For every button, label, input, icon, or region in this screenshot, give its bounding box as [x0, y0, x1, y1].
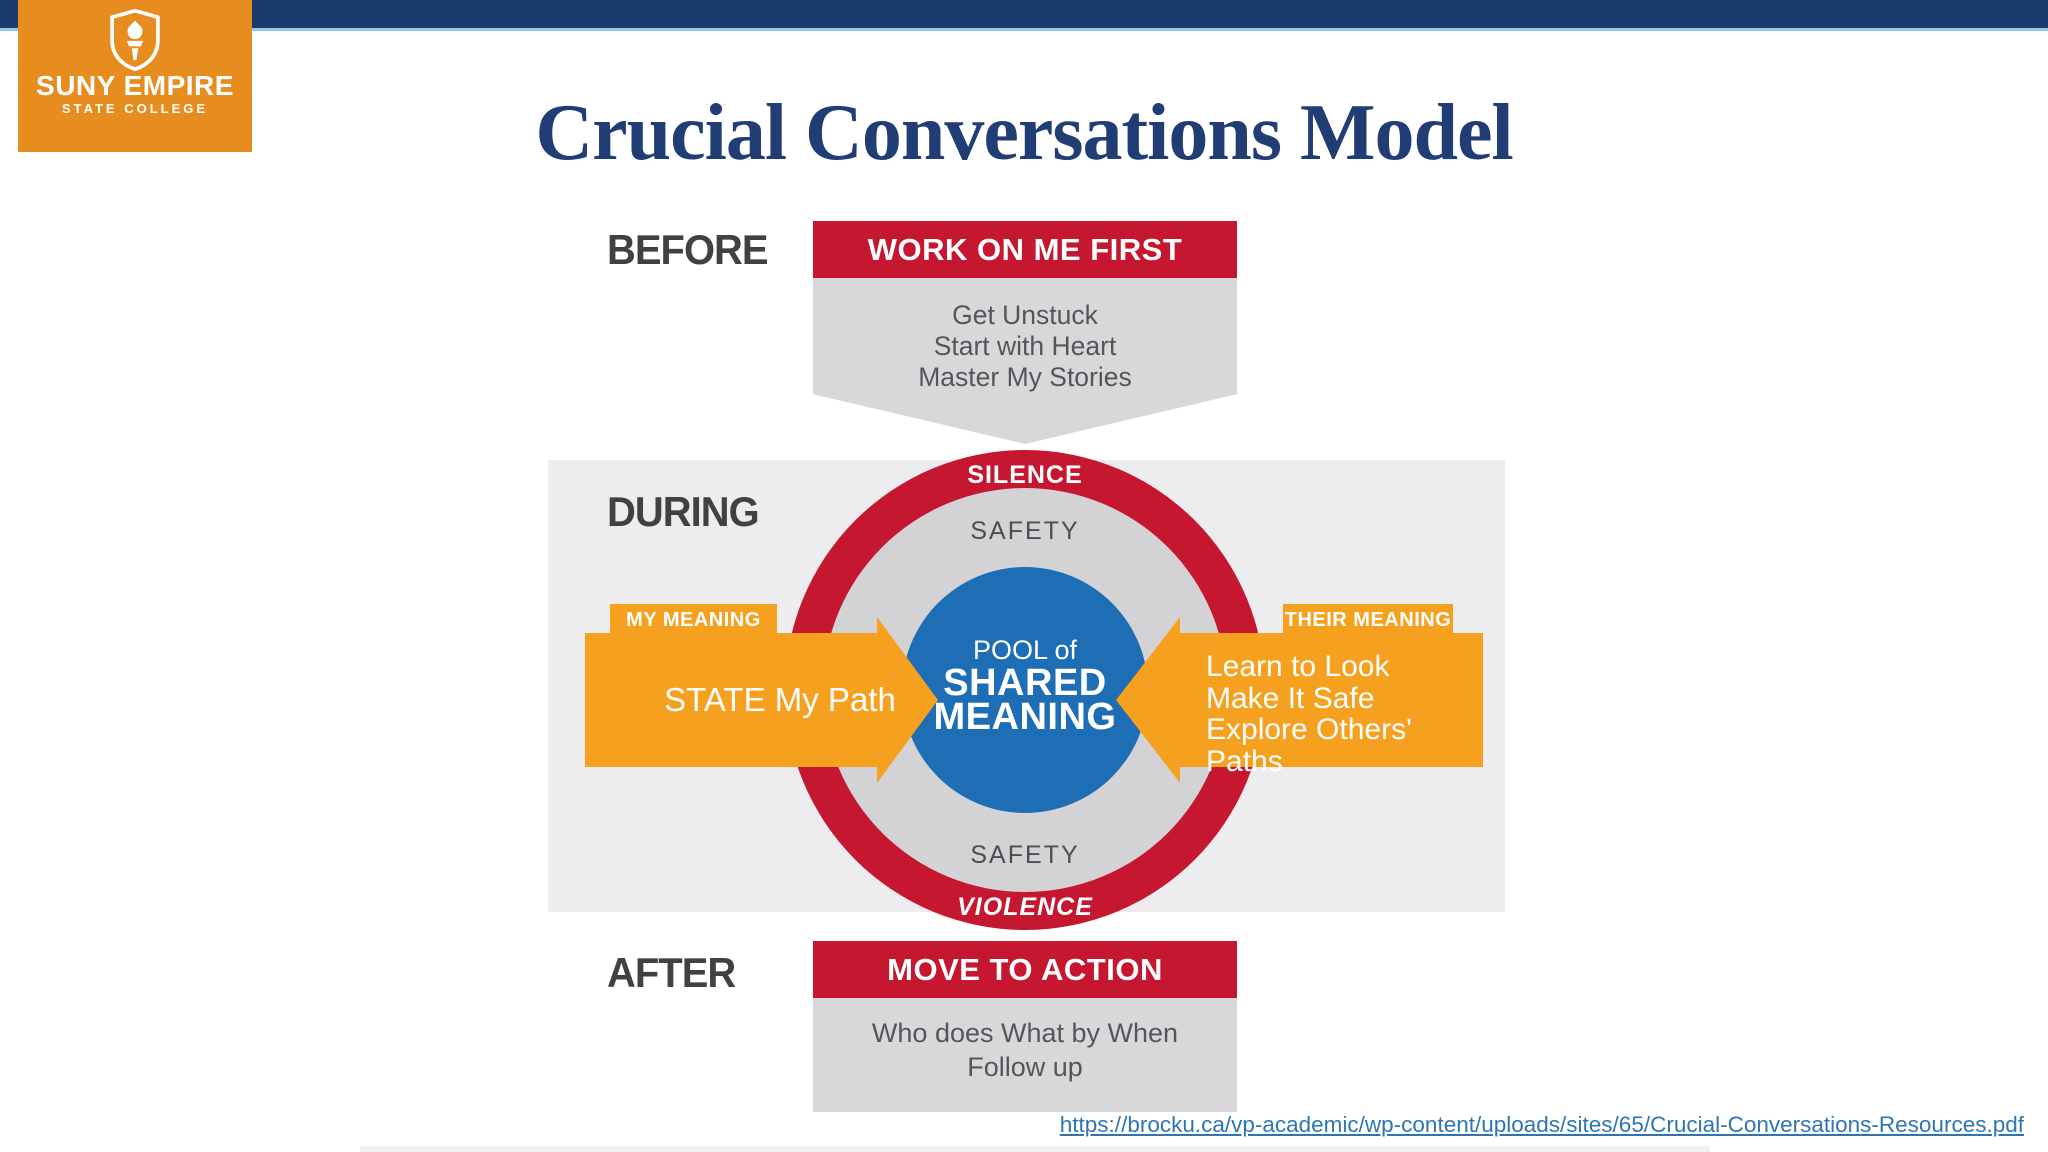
ring-label-silence: SILENCE: [967, 461, 1083, 489]
my-meaning-tab: MY MEANING: [610, 604, 777, 637]
pool-label: POOL of SHARED MEANING: [902, 634, 1148, 738]
pool-label-line: SHARED: [943, 662, 1107, 704]
ring-label-violence: VIOLENCE: [957, 893, 1093, 921]
ring-label-safety-top: SAFETY: [970, 517, 1080, 545]
source-link[interactable]: https://brocku.ca/vp-academic/wp-content…: [1059, 1112, 2024, 1137]
logo-subname: STATE COLLEGE: [61, 101, 209, 116]
right-arrow-step: Make It Safe: [1206, 681, 1375, 715]
right-arrow-body: [1180, 633, 1483, 767]
right-arrow-step: Learn to Look: [1206, 650, 1390, 683]
before-step: Master My Stories: [918, 362, 1132, 392]
phase-label-before: BEFORE: [607, 226, 769, 273]
top-navy-bar: [0, 0, 2048, 28]
bottom-strip: [360, 1146, 1710, 1152]
phase-label-during: DURING: [607, 488, 760, 535]
after-step: Who does What by When: [871, 1018, 1179, 1048]
their-meaning-tab: THEIR MEANING: [1283, 604, 1453, 637]
left-arrow-body: [585, 633, 877, 767]
phase-label-after: AFTER: [607, 949, 736, 996]
after-banner: MOVE TO ACTION: [813, 941, 1237, 998]
pool-of-shared-meaning-circle: [902, 567, 1148, 813]
left-arrow-text: STATE My Path: [664, 681, 896, 718]
before-step: Get Unstuck: [952, 300, 1098, 330]
after-step: Follow up: [967, 1052, 1083, 1082]
pool-label-line: POOL of: [972, 635, 1078, 665]
page-title: Crucial Conversations Model: [535, 89, 1513, 177]
right-arrow-step: Explore Others' Paths: [1206, 713, 1412, 778]
right-arrow-steps: Learn to Look Make It Safe Explore Other…: [1206, 651, 1496, 777]
ring-label-safety-bottom: SAFETY: [970, 841, 1080, 869]
logo-name: SUNY EMPIRE: [36, 70, 234, 101]
before-banner: WORK ON ME FIRST: [813, 221, 1237, 278]
pool-label-line: MEANING: [933, 696, 1117, 738]
before-steps-box: Get Unstuck Start with Heart Master My S…: [813, 278, 1237, 444]
after-steps-box: Who does What by When Follow up: [813, 998, 1237, 1112]
top-bar-accent-line: [0, 28, 2048, 31]
suny-empire-logo: SUNY EMPIRE STATE COLLEGE: [18, 0, 252, 152]
before-step: Start with Heart: [933, 331, 1117, 361]
